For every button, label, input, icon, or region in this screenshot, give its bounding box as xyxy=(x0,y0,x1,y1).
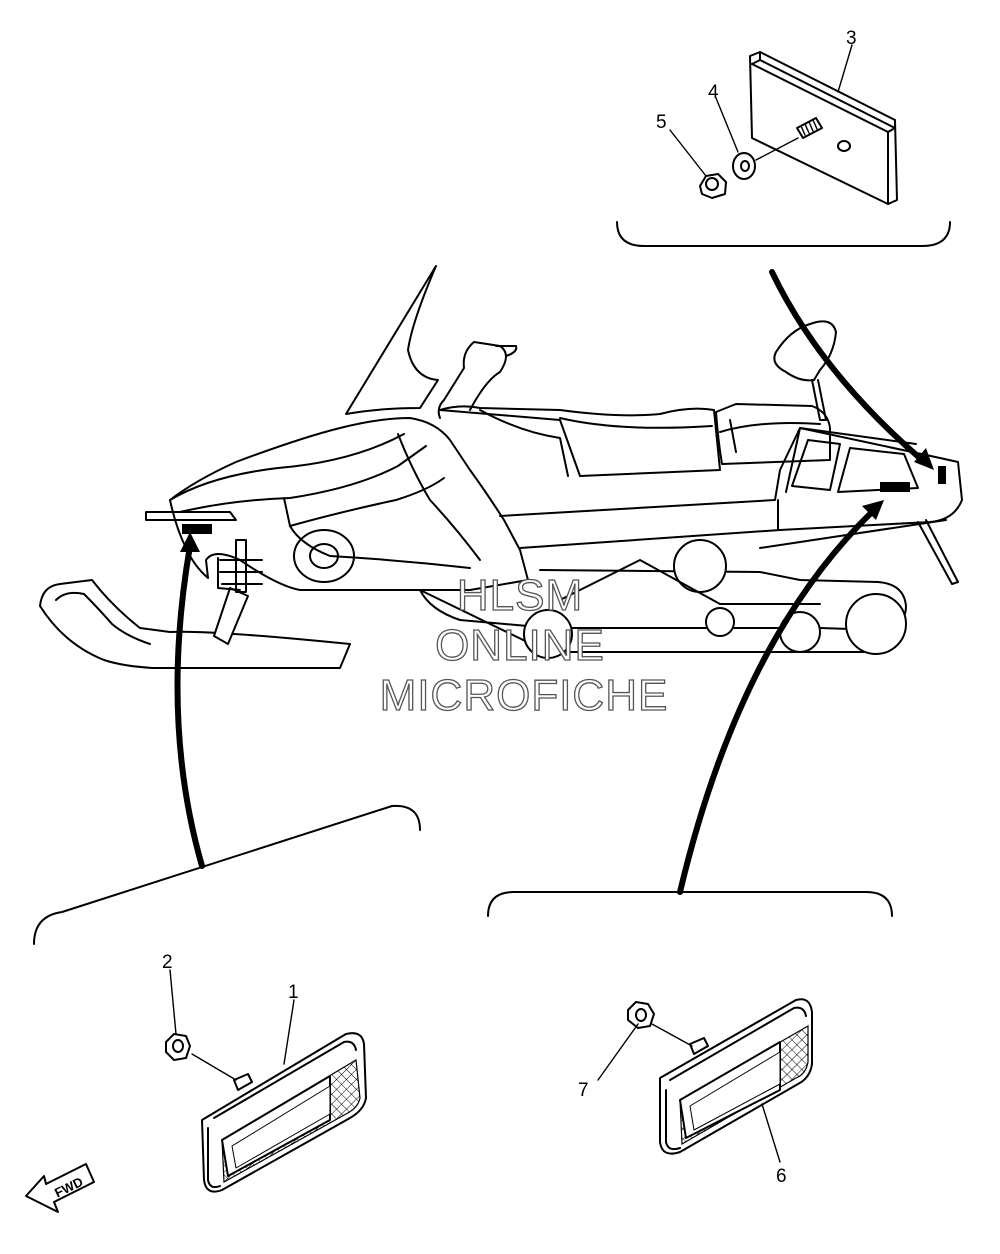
rear-reflector-location-marker xyxy=(880,482,910,492)
leader-5 xyxy=(669,129,707,177)
rear-reflector-nut xyxy=(627,1001,655,1029)
watermark-line-3: MICROFICHE xyxy=(380,671,669,720)
leader-1 xyxy=(283,999,295,1065)
leader-6 xyxy=(761,1103,781,1163)
detail-frame-left xyxy=(33,804,421,945)
leader-4 xyxy=(715,97,739,153)
callout-7: 7 xyxy=(578,1080,589,1101)
rear-plate-assembly: 3 4 5 xyxy=(656,28,898,205)
taillight-marker xyxy=(938,466,946,484)
rear-reflector-part xyxy=(659,998,813,1155)
callout-5: 5 xyxy=(656,112,667,133)
stud-bolt-part xyxy=(796,117,823,139)
snowmobile xyxy=(39,265,963,669)
rear-reflector-assembly: 7 6 xyxy=(578,998,813,1187)
leader-2 xyxy=(169,969,177,1035)
front-reflector-assembly: 1 2 xyxy=(162,952,367,1193)
front-reflector-nut xyxy=(165,1033,191,1061)
callout-4: 4 xyxy=(708,82,719,103)
front-reflector-stud xyxy=(191,1053,253,1091)
location-arrows xyxy=(174,269,934,895)
callout-1: 1 xyxy=(288,982,299,1003)
rear-reflector-stud xyxy=(651,1023,709,1055)
front-reflector-part xyxy=(201,1032,367,1193)
nut-part xyxy=(699,173,727,199)
watermark-line-1: HLSM xyxy=(457,571,583,620)
washer-part xyxy=(732,152,756,180)
detail-frame-right xyxy=(487,891,893,917)
front-reflector-location-marker xyxy=(182,524,212,534)
plate-part xyxy=(749,51,898,205)
bolt-axis-line xyxy=(755,137,799,161)
watermark: HLSM ONLINE MICROFICHE xyxy=(379,570,669,720)
leader-3 xyxy=(837,44,853,93)
detail-frame-top xyxy=(616,221,951,247)
track-assembly xyxy=(419,539,907,659)
callout-3: 3 xyxy=(846,28,857,49)
callout-2: 2 xyxy=(162,952,173,973)
fwd-arrow-icon: FWD xyxy=(25,1163,95,1213)
callout-6: 6 xyxy=(776,1166,787,1187)
watermark-line-2: ONLINE xyxy=(435,621,605,670)
leader-7 xyxy=(597,1023,639,1081)
